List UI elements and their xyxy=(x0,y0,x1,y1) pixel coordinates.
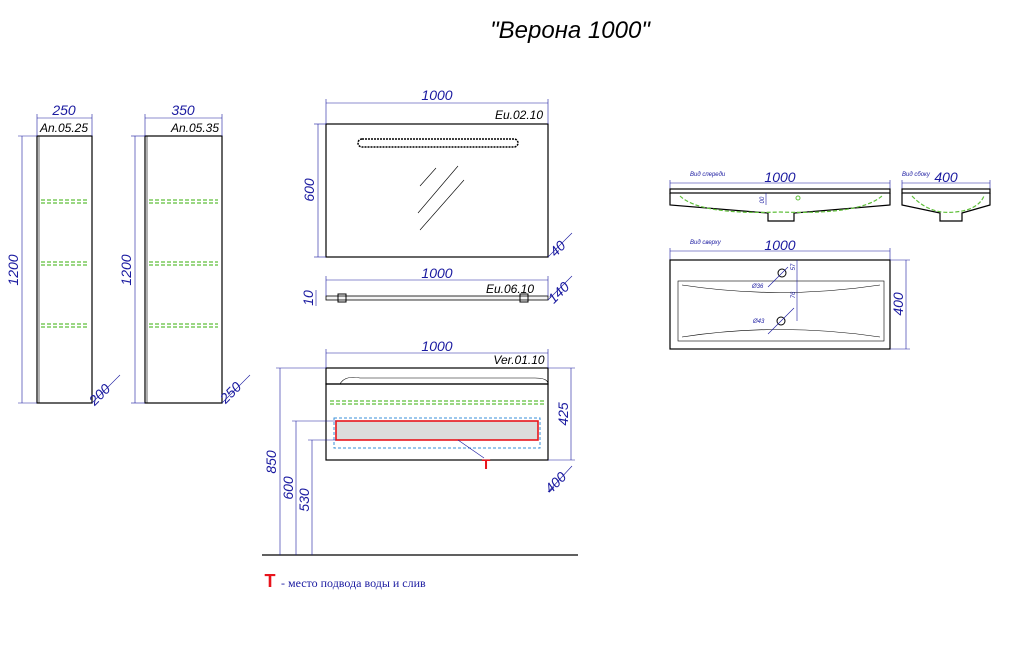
sink-top-d43-leader xyxy=(767,307,795,335)
vanity-water-marker: T xyxy=(482,456,491,472)
sink-top-view: Вид сверху 1000 Ø36 Ø43 57 76 400 xyxy=(669,237,910,350)
sink-top-57: 57 xyxy=(791,263,797,270)
mirror-frame xyxy=(325,123,549,258)
legend: T - место подвода воды и слив xyxy=(265,571,427,591)
sink-top-drain-hole xyxy=(776,316,786,326)
sink-front-overflow xyxy=(795,195,801,201)
sink-top-d36-leader xyxy=(767,266,789,288)
shelf-depth-label: 140 xyxy=(545,278,573,306)
cabinet-350-body xyxy=(144,135,223,404)
vanity-cabinet-body xyxy=(325,383,549,461)
sink-top-label: Вид сверху xyxy=(690,240,722,246)
shelf-thickness-label: 10 xyxy=(300,290,316,306)
vanity-plumbing-zone xyxy=(333,417,541,449)
shelf-width-label: 1000 xyxy=(421,265,452,281)
cabinet-250-height-label: 1200 xyxy=(5,254,21,285)
sink-front-top xyxy=(669,188,891,194)
mirror-code: Eu.02.10 xyxy=(495,108,543,122)
vanity-marker-leader xyxy=(457,439,485,459)
mirror-glare-1 xyxy=(419,167,437,187)
vanity-code: Ver.01.10 xyxy=(493,353,544,367)
sink-side-width-label: 400 xyxy=(934,169,958,185)
legend-text: - место подвода воды и слив xyxy=(281,576,426,590)
sink-top-bowl-curve-lower xyxy=(681,329,881,338)
cabinet-350-code: An.05.35 xyxy=(170,121,219,135)
sink-side-label: Вид сбоку xyxy=(902,172,931,178)
cabinet-250-body xyxy=(36,135,93,404)
shelf-board xyxy=(325,295,549,301)
vanity-countertop xyxy=(325,367,549,385)
vanity-unit: T 1000 Ver.01.10 425 400 850 600 530 xyxy=(262,338,578,556)
cabinet-350-depth-dimline xyxy=(221,374,251,404)
shelf-bracket-right xyxy=(519,293,529,303)
sink-top-width-label: 1000 xyxy=(764,237,795,253)
cabinet-250-code: An.05.25 xyxy=(39,121,88,135)
sink-side-bowl-inner xyxy=(911,195,985,214)
mirror-glare-2 xyxy=(417,165,459,214)
glass-shelf: 1000 Eu.06.10 10 140 xyxy=(300,265,573,306)
mirror-light-strip xyxy=(357,138,519,148)
vanity-water-supply-area xyxy=(335,420,539,441)
sink-top-faucet-hole xyxy=(777,268,787,278)
vanity-height-label: 425 xyxy=(555,402,571,426)
sink-top-depth-label: 400 xyxy=(890,292,906,316)
mirror-glare-3 xyxy=(419,179,465,231)
shelf-bracket-left xyxy=(337,293,347,303)
sink-top-bowl-curve-upper xyxy=(681,284,881,293)
sink-front-view: Вид спереди 1000 00 xyxy=(669,169,891,222)
sink-side-top xyxy=(901,188,991,194)
mirror-depth-dimline xyxy=(547,232,573,258)
cabinet-350-height-label: 1200 xyxy=(118,254,134,285)
mirror-width-label: 1000 xyxy=(421,87,452,103)
cabinet-250: 250 An.05.25 1200 200 xyxy=(5,102,121,409)
vanity-600-label: 600 xyxy=(280,476,296,500)
vanity-depth-label: 400 xyxy=(542,468,570,496)
vanity-depth-dimline xyxy=(547,465,573,493)
legend-marker: T xyxy=(265,571,276,591)
sink-top-outline xyxy=(669,259,891,350)
mirror: 1000 Eu.02.10 600 40 xyxy=(301,87,573,260)
shelf-depth-dimline xyxy=(547,275,573,301)
sink-top-d43: Ø43 xyxy=(752,319,765,325)
sink-side-bowl xyxy=(901,193,991,222)
cabinet-250-depth-dimline xyxy=(91,374,121,404)
mirror-depth-label: 40 xyxy=(546,237,568,259)
vanity-850-label: 850 xyxy=(263,450,279,474)
sink-front-width-label: 1000 xyxy=(764,169,795,185)
cabinet-250-width-label: 250 xyxy=(51,102,76,118)
vanity-530-label: 530 xyxy=(296,488,312,512)
sink-front-label: Вид спереди xyxy=(690,172,726,178)
vanity-basin-curve xyxy=(339,376,549,385)
sink-front-bowl-inner xyxy=(679,195,883,213)
sink-side-view: Вид сбоку 400 xyxy=(901,169,991,222)
sink-top-d36: Ø36 xyxy=(751,284,764,290)
sink-front-bowl xyxy=(669,193,891,222)
mirror-height-label: 600 xyxy=(301,178,317,202)
cabinet-250-depth-label: 200 xyxy=(85,380,114,409)
sink-top-bowl xyxy=(677,280,885,342)
vanity-width-label: 1000 xyxy=(421,338,452,354)
sink-top-76: 76 xyxy=(791,291,797,298)
sink-front-small-dim: 00 xyxy=(760,196,766,203)
cabinet-350: 350 An.05.35 1200 250 xyxy=(118,102,251,407)
cabinet-350-width-label: 350 xyxy=(171,102,195,118)
shelf-code: Eu.06.10 xyxy=(486,282,534,296)
drawing-title: "Верона 1000" xyxy=(490,17,651,44)
